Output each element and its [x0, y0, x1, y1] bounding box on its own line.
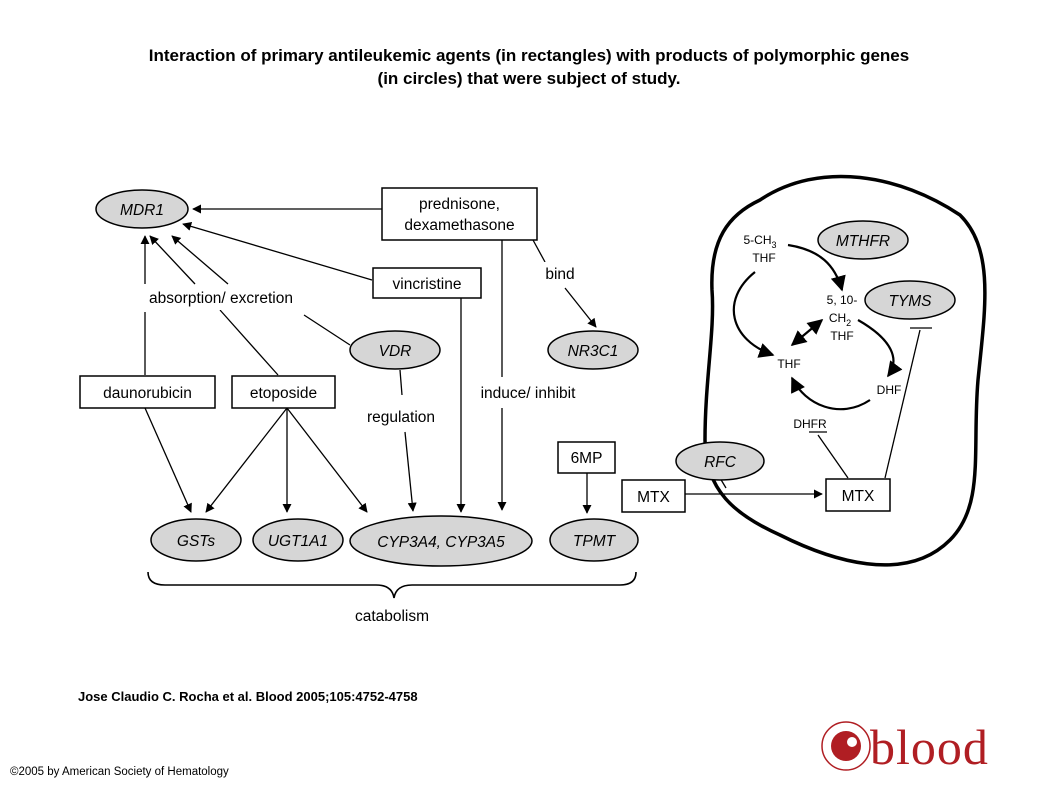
label-induce-inhibit: induce/ inhibit	[481, 385, 576, 402]
arrow-dhf-to-thf	[791, 376, 871, 411]
edge-vdr-mdr1	[303, 314, 351, 346]
citation: Jose Claudio C. Rocha et al. Blood 2005;…	[78, 689, 418, 704]
blood-logo-seal	[821, 721, 871, 771]
node-rfc: RFC	[675, 441, 765, 481]
label-dhfr: DHFR	[793, 417, 827, 431]
node-ugt1a1-label: UGT1A1	[268, 533, 328, 550]
arrow-thf-ch2	[790, 319, 824, 346]
node-vdr: VDR	[349, 330, 441, 370]
catabolism-brace	[147, 571, 637, 599]
node-daunorubicin: daunorubicin	[79, 375, 216, 409]
label-dhf: DHF	[877, 383, 902, 397]
node-prednisone-line1: prednisone,	[419, 196, 500, 213]
blood-logo-text: blood	[870, 719, 989, 775]
node-tyms-label: TYMS	[888, 293, 932, 310]
node-rfc-label: RFC	[704, 454, 737, 471]
node-vincristine: vincristine	[372, 267, 482, 299]
node-mdr1-label: MDR1	[120, 202, 164, 219]
edge-prednisone-bind	[532, 239, 546, 263]
edge-etoposide-cyp	[286, 407, 368, 513]
label-absorption-excretion: absorption/ excretion	[149, 290, 293, 307]
node-etoposide-label: etoposide	[250, 385, 317, 402]
node-gsts: GSTs	[150, 518, 242, 562]
label-thf: THF	[777, 357, 800, 371]
label-510-prefix: 5, 10-	[827, 293, 858, 307]
inhibit-mtx-tyms	[884, 329, 921, 479]
node-mtx-outside-label: MTX	[637, 489, 670, 506]
figure-title: Interaction of primary antileukemic agen…	[40, 44, 1018, 90]
node-tpmt-label: TPMT	[573, 533, 617, 550]
node-vdr-label: VDR	[379, 343, 412, 360]
cell-membrane	[703, 174, 987, 567]
arrow-ch3-to-ch2	[787, 243, 846, 292]
label-ch2: CH2	[829, 311, 851, 328]
edge-etoposide-gsts	[205, 407, 288, 513]
node-nr3c1-label: NR3C1	[568, 343, 619, 360]
inhibit-mtx-dhfr	[817, 434, 849, 479]
edge-vdr-regulation	[399, 369, 403, 396]
node-ugt1a1: UGT1A1	[252, 518, 344, 562]
title-line-2: (in circles) that were subject of study.	[377, 69, 681, 88]
edge-daunorubicin-gsts	[144, 407, 192, 513]
node-prednisone-line2: dexamethasone	[404, 217, 514, 234]
node-mtx-inside: MTX	[825, 478, 891, 512]
node-mthfr: MTHFR	[817, 220, 909, 260]
node-cyp3a-label: CYP3A4, CYP3A5	[377, 534, 505, 551]
node-mtx-outside: MTX	[621, 479, 686, 513]
copyright: ©2005 by American Society of Hematology	[10, 766, 229, 778]
edge-etoposide-mdr1-lower	[219, 309, 279, 376]
node-tyms: TYMS	[864, 280, 956, 320]
label-catabolism: catabolism	[355, 608, 429, 625]
node-nr3c1: NR3C1	[547, 330, 639, 370]
edge-etoposide-mdr1-upper	[149, 235, 196, 285]
label-5ch3-thf: THF	[752, 251, 775, 265]
label-ch2-thf: THF	[830, 329, 853, 343]
node-6mp: 6MP	[557, 441, 616, 474]
node-mthfr-label: MTHFR	[836, 233, 890, 250]
edge-absorption-mdr1	[171, 235, 229, 285]
node-tpmt: TPMT	[549, 518, 639, 562]
node-vincristine-label: vincristine	[393, 276, 462, 293]
node-daunorubicin-label: daunorubicin	[103, 385, 192, 402]
edge-regulation-cyp	[404, 431, 417, 512]
edge-vincristine-mdr1	[182, 221, 373, 281]
node-mdr1: MDR1	[95, 189, 189, 229]
node-6mp-label: 6MP	[571, 450, 603, 467]
arrow-ch3-to-thf	[732, 271, 775, 358]
node-prednisone: prednisone, dexamethasone	[381, 187, 538, 241]
edge-bind-nr3c1	[564, 287, 597, 328]
title-line-1: Interaction of primary antileukemic agen…	[148, 46, 910, 65]
label-regulation: regulation	[367, 409, 435, 426]
arrow-ch2-to-dhf	[857, 319, 903, 378]
node-etoposide: etoposide	[231, 375, 336, 409]
node-gsts-label: GSTs	[177, 533, 215, 550]
label-bind: bind	[545, 266, 574, 283]
node-mtx-inside-label: MTX	[842, 488, 875, 505]
label-5ch3: 5-CH3	[743, 233, 776, 250]
node-cyp3a: CYP3A4, CYP3A5	[349, 515, 533, 567]
